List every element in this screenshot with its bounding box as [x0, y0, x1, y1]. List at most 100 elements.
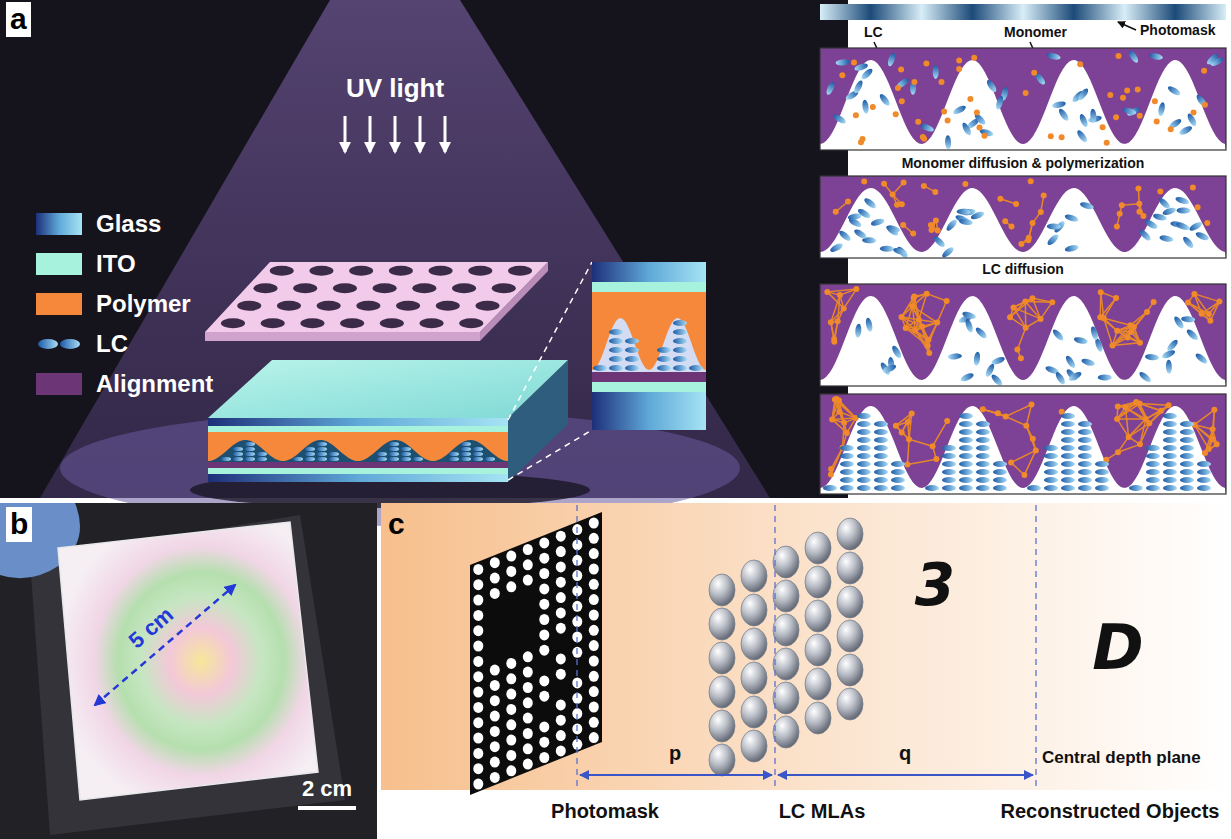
- reconstructed-object: D: [1092, 612, 1143, 683]
- alignment-layer: [208, 462, 508, 468]
- lc-molecule: [857, 445, 871, 451]
- lc-molecule: [317, 447, 327, 451]
- lc-molecule: [920, 122, 935, 133]
- lc-molecule: [959, 413, 973, 419]
- lc-molecule: [593, 365, 607, 371]
- lc-molecule: [1044, 453, 1058, 459]
- mask-hole: [523, 651, 533, 662]
- mask-hole: [523, 697, 533, 708]
- monomer-dot: [1038, 209, 1044, 215]
- lc-molecule: [449, 452, 459, 456]
- lc-molecule: [389, 442, 399, 446]
- legend-swatch: [36, 253, 82, 275]
- lc-molecule: [657, 356, 671, 362]
- monomer-dot: [1009, 224, 1015, 230]
- lc-molecule: [874, 469, 888, 475]
- mask-hole: [556, 577, 566, 588]
- polymer-chain: [1026, 404, 1031, 425]
- mask-hole: [539, 568, 549, 579]
- lc-molecule: [945, 135, 952, 149]
- mask-hole: [523, 743, 533, 754]
- polymer-chain: [1118, 444, 1140, 452]
- monomer-dot: [1002, 218, 1008, 224]
- mask-hole: [523, 728, 533, 739]
- mask-hole: [589, 610, 599, 621]
- mask-hole: [539, 537, 549, 548]
- lc-molecule: [1061, 445, 1075, 451]
- monomer-dot: [919, 323, 925, 329]
- lc-molecule: [1095, 477, 1109, 483]
- mask-hole: [556, 546, 566, 557]
- monomer-dot: [1204, 220, 1210, 226]
- ito-layer: [592, 282, 706, 292]
- monomer-dot: [1029, 402, 1035, 408]
- lc-molecule: [840, 461, 854, 467]
- polymer-chain: [1117, 418, 1146, 420]
- monomer-dot: [1033, 447, 1039, 453]
- mask-hole: [539, 629, 549, 640]
- lc-molecule: [942, 477, 956, 483]
- lc-molecule: [870, 217, 885, 227]
- microlens: [837, 688, 863, 720]
- mask-hole: [589, 548, 599, 559]
- mask-hole: [389, 266, 413, 276]
- mask-hole: [556, 592, 566, 603]
- mask-hole: [459, 318, 483, 328]
- mask-hole: [556, 699, 566, 710]
- polymer-chain: [906, 306, 913, 328]
- microlens: [837, 654, 863, 686]
- monomer-dot: [1018, 241, 1024, 247]
- mask-hole: [556, 623, 566, 634]
- lc-molecule: [1078, 469, 1092, 475]
- mask-hole: [523, 544, 533, 555]
- mask-hole: [349, 266, 373, 276]
- monomer-dot: [1003, 414, 1009, 420]
- lc-molecule: [1157, 196, 1171, 210]
- lc-molecule: [1195, 93, 1208, 108]
- lc-molecule: [829, 242, 844, 254]
- lc-molecule: [1068, 370, 1083, 382]
- mask-hole: [556, 561, 566, 572]
- monomer-dot: [911, 79, 917, 85]
- lc-molecule: [1090, 108, 1097, 122]
- lc-molecule: [1157, 102, 1166, 117]
- monomer-dot: [916, 317, 922, 323]
- frame-border: [820, 48, 1226, 150]
- monomer-dot: [1014, 346, 1020, 352]
- lc-molecule: [673, 356, 687, 362]
- lc-molecule: [970, 210, 985, 221]
- mask-hole: [300, 318, 324, 328]
- lc-molecule: [959, 477, 973, 483]
- mask-hole: [523, 759, 533, 770]
- lc-molecule: [952, 104, 967, 116]
- glass-layer: [592, 392, 706, 430]
- lc-molecule: [1159, 234, 1174, 243]
- mask-hole: [473, 625, 483, 636]
- polymer-chain: [1194, 294, 1201, 314]
- mask-hole: [473, 641, 483, 652]
- monomer-dot: [841, 420, 847, 426]
- lc-molecule: [990, 373, 1004, 386]
- monomer-dot: [1100, 124, 1106, 130]
- monomer-dot: [881, 181, 887, 187]
- part-label: Monomer: [1004, 24, 1067, 40]
- lc-molecule: [449, 457, 459, 461]
- lc-molecule: [1163, 485, 1177, 491]
- monomer-dot: [935, 228, 941, 234]
- monomer-dot: [899, 430, 905, 436]
- legend-label: Polymer: [96, 290, 191, 318]
- lc-molecule: [932, 235, 946, 249]
- lc-molecule: [609, 347, 623, 353]
- lc-molecule: [257, 452, 267, 456]
- monomer-dot: [1124, 88, 1130, 94]
- monomer-region: [820, 176, 1226, 258]
- dimension-arrow: [95, 585, 235, 705]
- monomer-dot: [930, 443, 936, 449]
- lc-molecule: [1166, 360, 1172, 374]
- lc-molecule: [1051, 100, 1066, 109]
- mask-hole: [490, 680, 500, 691]
- polymer-chain: [937, 301, 946, 322]
- lc-molecule: [657, 365, 671, 371]
- lc-molecule: [473, 452, 483, 456]
- mask-hole: [436, 301, 460, 311]
